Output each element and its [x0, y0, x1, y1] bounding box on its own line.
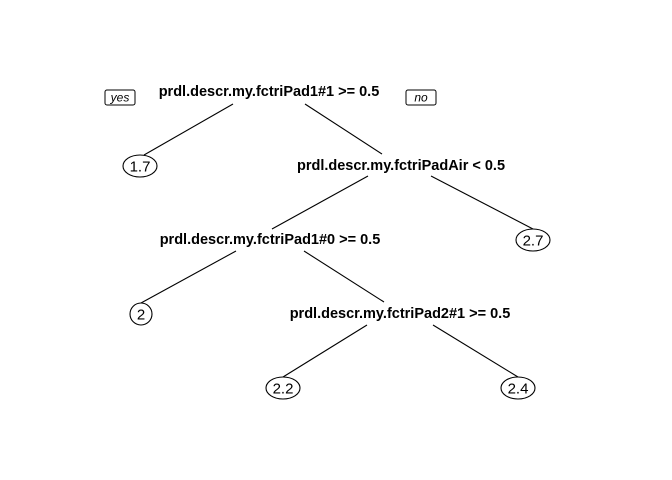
- leaf-4: 2.2: [265, 376, 301, 400]
- leaf-2: 2.7: [515, 228, 551, 252]
- leaf-2-value: 2.7: [523, 233, 544, 250]
- yes-tag: yes: [104, 89, 136, 106]
- split-air: prdl.descr.my.fctriPadAir < 0.5: [297, 158, 505, 174]
- split-pad2: prdl.descr.my.fctriPad2#1 >= 0.5: [290, 306, 511, 322]
- yes-tag-text: yes: [110, 91, 130, 105]
- leaf-5: 2.4: [500, 376, 536, 400]
- split-root: prdl.descr.my.fctriPad1#1 >= 0.5: [159, 84, 380, 100]
- split-pad0: prdl.descr.my.fctriPad1#0 >= 0.5: [160, 232, 381, 248]
- edge-air-to-pad0: [271, 175, 369, 230]
- no-tag: no: [405, 89, 437, 106]
- leaf-3: 2: [129, 302, 153, 326]
- edge-pad2-to-leaf-4: [282, 324, 368, 378]
- edge-pad2-to-leaf-5: [432, 324, 519, 378]
- edge-pad0-to-pad2: [303, 250, 385, 303]
- leaf-5-value: 2.4: [508, 381, 529, 398]
- leaf-3-value: 2: [137, 307, 145, 324]
- edge-air-to-leaf-2: [430, 175, 534, 230]
- leaf-1: 1.7: [122, 154, 158, 178]
- no-tag-text: no: [414, 91, 428, 105]
- edge-root-to-air: [304, 103, 383, 155]
- edge-pad0-to-leaf-3: [140, 250, 237, 304]
- leaf-4-value: 2.2: [273, 381, 294, 398]
- leaf-1-value: 1.7: [130, 159, 151, 176]
- edge-root-to-leaf-1: [143, 103, 234, 156]
